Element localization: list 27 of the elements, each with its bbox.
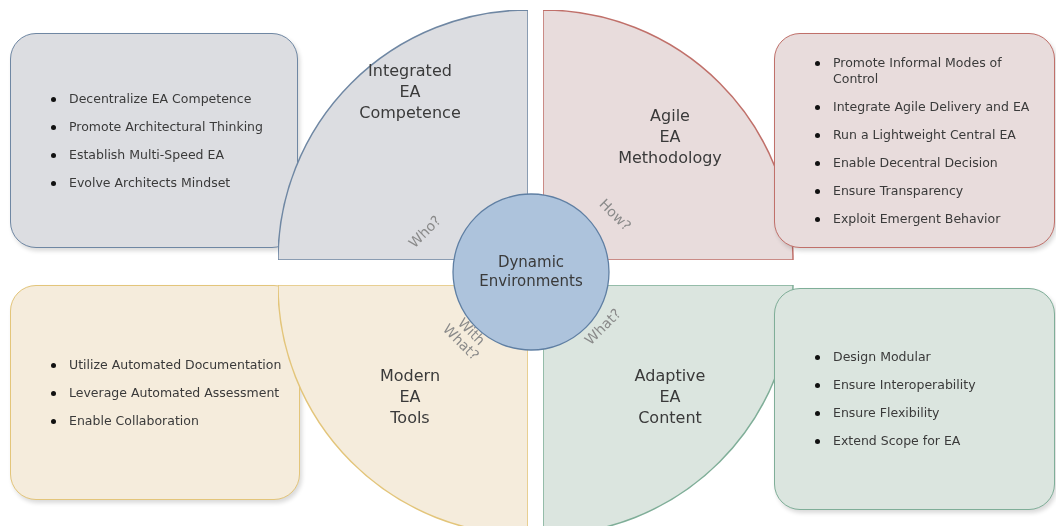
circle-label: Dynamic Environments (479, 253, 583, 291)
segment-title: Integrated EA Competence (359, 60, 461, 123)
list-item: Enable Collaboration (69, 412, 199, 428)
list-item: Run a Lightweight Central EA (833, 126, 1016, 142)
quarter-circle-segment (543, 285, 796, 526)
segment-title: Adaptive EA Content (634, 365, 706, 428)
segment-title: Agile EA Methodology (618, 105, 722, 168)
list-item: Utilize Automated Documentation (69, 356, 282, 372)
segment-title: Modern EA Tools (380, 365, 440, 428)
list-item: Enable Decentral Decision (833, 154, 998, 170)
bullet-list-card (10, 285, 300, 500)
list-item: Ensure Interoperability (833, 377, 976, 392)
list-item: Establish Multi-Speed EA (69, 146, 224, 162)
list-item: Decentralize EA Competence (69, 90, 252, 106)
list-item: Integrate Agile Delivery and EA (833, 98, 1030, 114)
bullet-list-card (10, 33, 298, 248)
list-item: Evolve Architects Mindset (69, 174, 231, 190)
list-item: Design Modular (833, 349, 931, 364)
list-item: Leverage Automated Assessment (69, 384, 280, 400)
list-item: Ensure Flexibility (833, 405, 940, 420)
list-item: Exploit Emergent Behavior (833, 210, 1001, 226)
bullet-list-card (774, 33, 1055, 248)
bullet-list-card (774, 288, 1055, 510)
list-item: Extend Scope for EA (833, 433, 961, 448)
list-item: Promote Informal Modes of Control (833, 54, 1002, 86)
list-item: Promote Architectural Thinking (69, 118, 263, 134)
list-item: Ensure Transparency (833, 182, 964, 198)
